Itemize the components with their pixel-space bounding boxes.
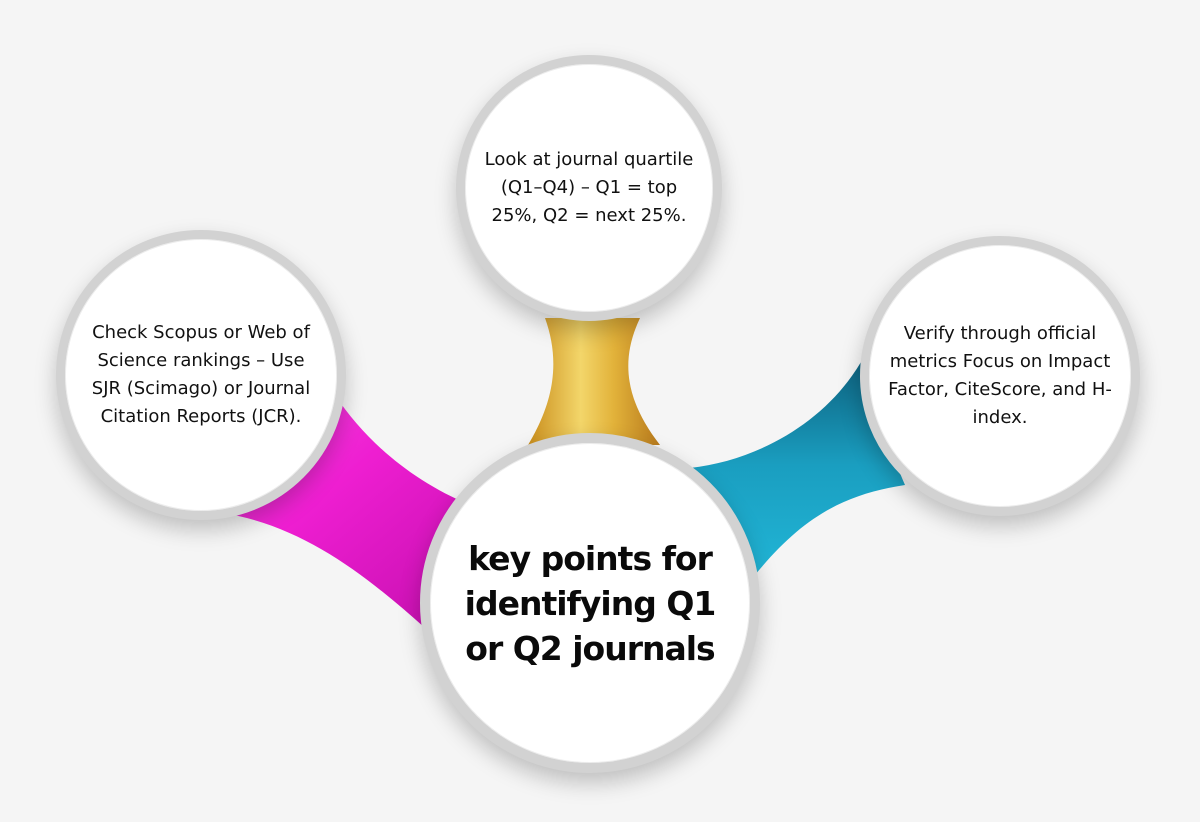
connector-left [195,395,470,628]
center-hub: key points for identifying Q1 or Q2 jour… [420,433,760,773]
node-rankings-text: Check Scopus or Web of Science rankings … [91,322,311,427]
node-official-metrics: Verify through official metrics Focus on… [860,236,1140,516]
connector-top [528,318,660,445]
node-journal-quartile: Look at journal quartile (Q1–Q4) – Q1 = … [456,55,722,321]
connector-right [690,355,905,575]
node-official-metrics-text: Verify through official metrics Focus on… [888,323,1112,428]
node-rankings: Check Scopus or Web of Science rankings … [56,230,346,520]
center-title: key points for identifying Q1 or Q2 jour… [464,538,717,668]
node-journal-quartile-text: Look at journal quartile (Q1–Q4) – Q1 = … [484,149,694,226]
